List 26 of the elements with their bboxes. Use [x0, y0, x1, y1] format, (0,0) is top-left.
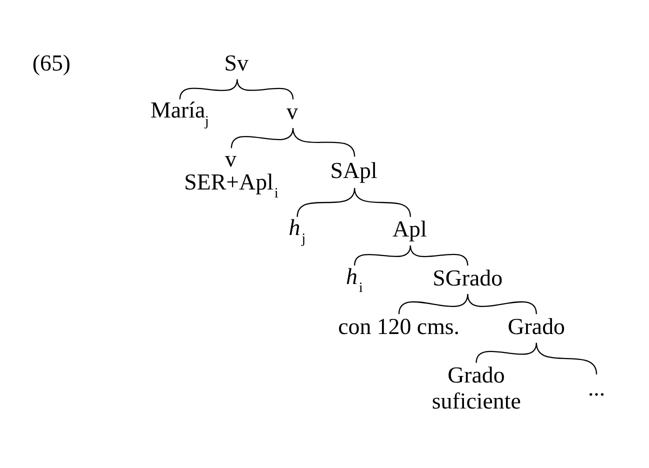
connector — [467, 294, 537, 314]
node-text: Grado — [508, 314, 565, 339]
connector — [354, 188, 411, 217]
connector — [296, 188, 356, 217]
node-text: Grado suficiente — [432, 362, 521, 414]
connector — [536, 342, 598, 374]
connector — [179, 79, 238, 100]
node-text: v — [286, 99, 298, 124]
node-text: ... — [588, 376, 606, 401]
node-text: Sv — [224, 50, 248, 76]
connector — [230, 128, 294, 148]
node-text: Apl — [392, 216, 427, 242]
node-text: v SER+Apl$_{i}$ — [184, 146, 278, 202]
node-text: con 120 cms. — [338, 314, 460, 339]
connector — [398, 294, 468, 314]
connector — [476, 342, 537, 363]
node-text: SApl — [330, 158, 378, 183]
connector — [410, 245, 468, 266]
node-text: SGrado — [432, 265, 503, 290]
label: (65) — [32, 50, 71, 76]
node-text: María$_{j}$ — [150, 98, 209, 130]
connector — [236, 79, 294, 100]
node-text: h$_{j}$ — [288, 215, 306, 248]
connector — [354, 245, 411, 266]
node-text: h$_{i}$ — [346, 264, 363, 296]
connector — [292, 128, 356, 157]
